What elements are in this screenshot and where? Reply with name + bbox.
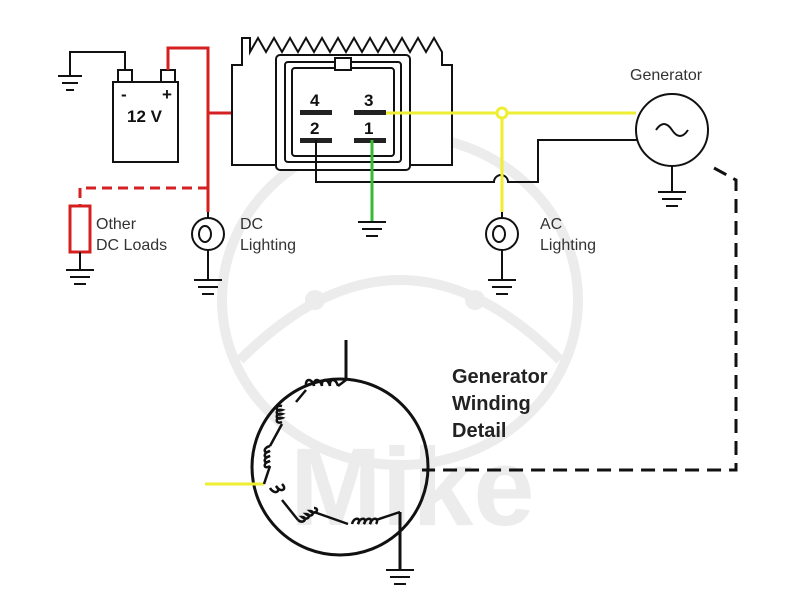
regulator-ground-symbol bbox=[358, 221, 386, 237]
ac-lamp-icon bbox=[485, 212, 519, 295]
red-dashed-wire bbox=[78, 186, 208, 206]
yellow-wire-junction bbox=[495, 106, 509, 120]
winding-detail-label-1: Generator bbox=[452, 366, 548, 388]
watermark bbox=[217, 130, 583, 470]
battery-voltage-label: 12 V bbox=[127, 107, 163, 126]
pin-4-label: 4 bbox=[310, 91, 320, 110]
other-loads-label-1: Other bbox=[96, 216, 137, 233]
winding-detail-label-3: Detail bbox=[452, 420, 506, 442]
other-loads-label-2: DC Loads bbox=[96, 237, 167, 254]
generator-icon bbox=[635, 93, 709, 207]
other-loads-ground-symbol bbox=[66, 252, 94, 285]
pin-1-label: 1 bbox=[364, 119, 373, 138]
ac-lighting-label-2: Lighting bbox=[540, 237, 596, 254]
dashed-leader-line bbox=[422, 166, 738, 472]
dc-lighting-label-1: DC bbox=[240, 216, 263, 233]
dc-lighting-label-2: Lighting bbox=[240, 237, 296, 254]
other-loads-resistor bbox=[68, 204, 92, 254]
battery-plus-label: + bbox=[162, 85, 172, 104]
winding-detail-diagram bbox=[205, 340, 430, 585]
dc-lamp-icon bbox=[191, 212, 225, 295]
pin-3-label: 3 bbox=[364, 91, 373, 110]
pin-2-label: 2 bbox=[310, 119, 319, 138]
regulator bbox=[231, 35, 453, 171]
battery-minus-label: - bbox=[121, 85, 127, 104]
yellow-wire bbox=[386, 111, 636, 212]
generator-label: Generator bbox=[630, 67, 703, 84]
watermark-text: Mike bbox=[290, 426, 535, 549]
ac-lighting-label-1: AC bbox=[540, 216, 562, 233]
winding-detail-label-2: Winding bbox=[452, 393, 531, 415]
battery-ground-symbol bbox=[58, 51, 126, 91]
